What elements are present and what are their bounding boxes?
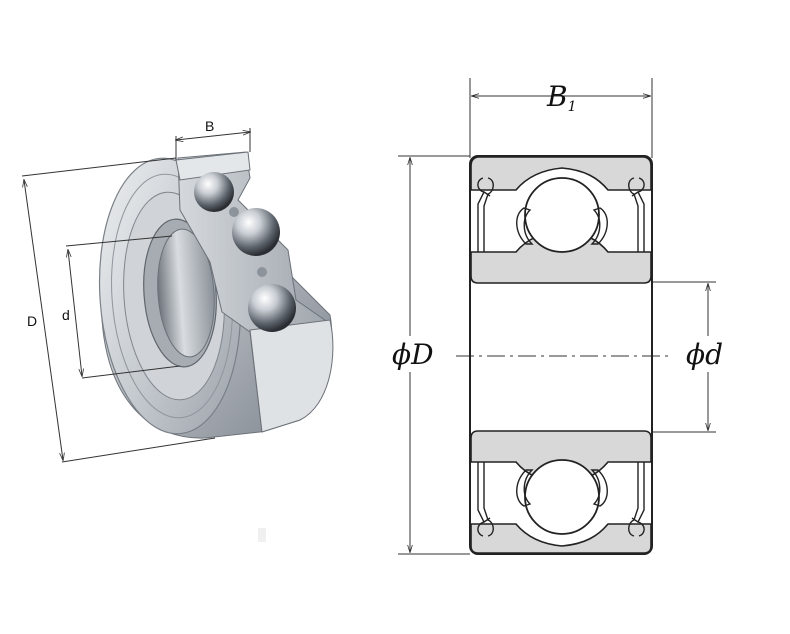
- ball-2: [232, 208, 280, 256]
- cage-rivets: [229, 207, 267, 277]
- label-phi-d-bore-bg: [682, 336, 732, 372]
- label-b: B: [205, 118, 214, 134]
- top-section: [470, 156, 652, 284]
- bearing-outline: [469, 155, 653, 555]
- label-phi-d-outer-bg: [390, 336, 442, 372]
- dimension-b1: [469, 78, 653, 158]
- scan-artifact: [258, 528, 266, 542]
- outer-ring-top: [470, 156, 652, 191]
- ball-1: [194, 172, 234, 212]
- label-b1: B1: [546, 80, 577, 115]
- shield-right-bottom: [628, 462, 645, 537]
- perspective-view: B D d: [21, 118, 334, 542]
- label-phi-d-bore: ϕd: [686, 338, 723, 371]
- label-d-outer: D: [27, 313, 37, 329]
- label-phi-d-outer: ϕD: [392, 338, 434, 371]
- shield-left-bottom: [477, 462, 494, 537]
- section-view: B1 ϕD ϕd: [390, 78, 732, 555]
- shield-right-top: [628, 177, 645, 252]
- cage-bottom: [516, 469, 608, 507]
- outer-ring-bottom: [470, 523, 652, 554]
- label-d-bore: d: [62, 307, 70, 323]
- shield-left-top: [477, 177, 494, 252]
- ball-bottom: [524, 459, 600, 535]
- bore: [143, 218, 217, 368]
- ball-3: [248, 284, 296, 332]
- dimension-d-outer: [21, 157, 216, 463]
- ball-top: [524, 177, 600, 253]
- dimension-d-bore: [65, 235, 181, 379]
- cage-top: [516, 207, 608, 245]
- bottom-section: [470, 430, 652, 554]
- dimension-b: [176, 128, 250, 160]
